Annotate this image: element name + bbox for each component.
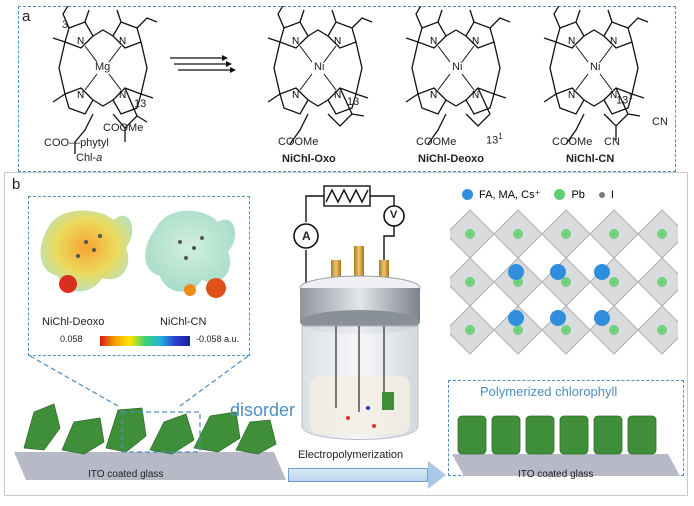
product3-position-sup: 1 — [628, 92, 633, 101]
product3-position-main: 13 — [616, 94, 629, 107]
process-arrow-bar — [288, 468, 428, 482]
reactant-name: Chl-a — [76, 152, 102, 164]
process-arrow-head — [428, 461, 446, 489]
voltmeter-icon — [383, 205, 405, 227]
product2-ester-label: COOMe — [416, 136, 457, 148]
product3-ester-label: COOMe — [552, 136, 593, 148]
reactant-ester-label: COOMe — [103, 122, 144, 134]
molecule-structures: N N N N — [52, 6, 649, 154]
disorder-label: disorder — [230, 400, 296, 420]
position-13-label: 13 — [134, 98, 147, 110]
esp-map-illustrations — [40, 210, 236, 298]
legend-cation-label: FA, MA, Cs⁺ — [479, 189, 541, 201]
product3-cn2-label: CN — [604, 136, 620, 148]
product2-position-main: 13 — [486, 134, 499, 147]
ordered-film — [452, 415, 680, 476]
product2-position-label: 131 — [486, 132, 503, 147]
panel-b-frame — [4, 172, 688, 496]
disordered-film — [14, 403, 286, 480]
ammeter-label: A — [302, 229, 311, 243]
colorbar-min-label: 0.058 — [60, 334, 83, 344]
product1-name: NiChl-Oxo — [282, 153, 336, 165]
lead-dot-icon — [554, 189, 566, 200]
product1-metal-label: Ni — [314, 61, 325, 73]
product3-cn1-label: CN — [652, 116, 668, 128]
reactant-metal-label: Mg — [95, 61, 111, 73]
esp-colorbar — [100, 336, 190, 346]
product1-position-label: 13 — [347, 96, 360, 108]
panel-a-tag: a — [22, 8, 31, 25]
panel-a-frame — [18, 6, 676, 172]
reactant-name-text: Chl- — [76, 152, 97, 164]
voltmeter-label: V — [390, 209, 398, 221]
reactant-name-italic: a — [96, 152, 103, 164]
product3-metal-label: Ni — [590, 61, 601, 73]
panel-b-tag: b — [12, 176, 21, 193]
perovskite-legend: FA, MA, Cs⁺ Pb I — [462, 188, 614, 201]
polymer-label: Polymerized chlorophyll — [480, 384, 618, 399]
product3-name: NiChl-CN — [566, 153, 615, 165]
esp-label-cn: NiChl-CN — [160, 316, 207, 328]
process-label: Electropolymerization — [298, 449, 404, 461]
product2-name: NiChl-Deoxo — [418, 153, 484, 165]
position-3-label: 3 — [62, 19, 69, 31]
substrate-label-right: ITO coated glass — [518, 469, 594, 480]
reactant-chain-phytyl: phytyl — [80, 137, 109, 149]
esp-label-deoxo: NiChl-Deoxo — [42, 316, 105, 328]
reactant-chain: COO—phytyl — [44, 137, 109, 149]
colorbar-max-label: -0.058 a.u. — [196, 334, 240, 344]
cation-dot-icon — [462, 189, 473, 200]
reactant-chain-coo: COO — [44, 137, 70, 149]
product2-position-sup: 1 — [498, 132, 503, 141]
esp-map-frame — [28, 196, 250, 356]
product2-metal-label: Ni — [452, 61, 463, 73]
perovskite-lattice — [450, 209, 678, 355]
electrochemical-cell — [293, 185, 421, 440]
legend-lead-label: Pb — [571, 188, 585, 201]
ammeter-icon — [293, 223, 319, 249]
zoom-lines — [29, 355, 249, 407]
legend-iodide-label: I — [610, 188, 614, 201]
product3-position-label: 131 — [616, 92, 633, 107]
iodide-dot-icon — [598, 191, 605, 198]
substrate-label-left: ITO coated glass — [88, 469, 164, 480]
product1-ester-label: COOMe — [278, 136, 319, 148]
